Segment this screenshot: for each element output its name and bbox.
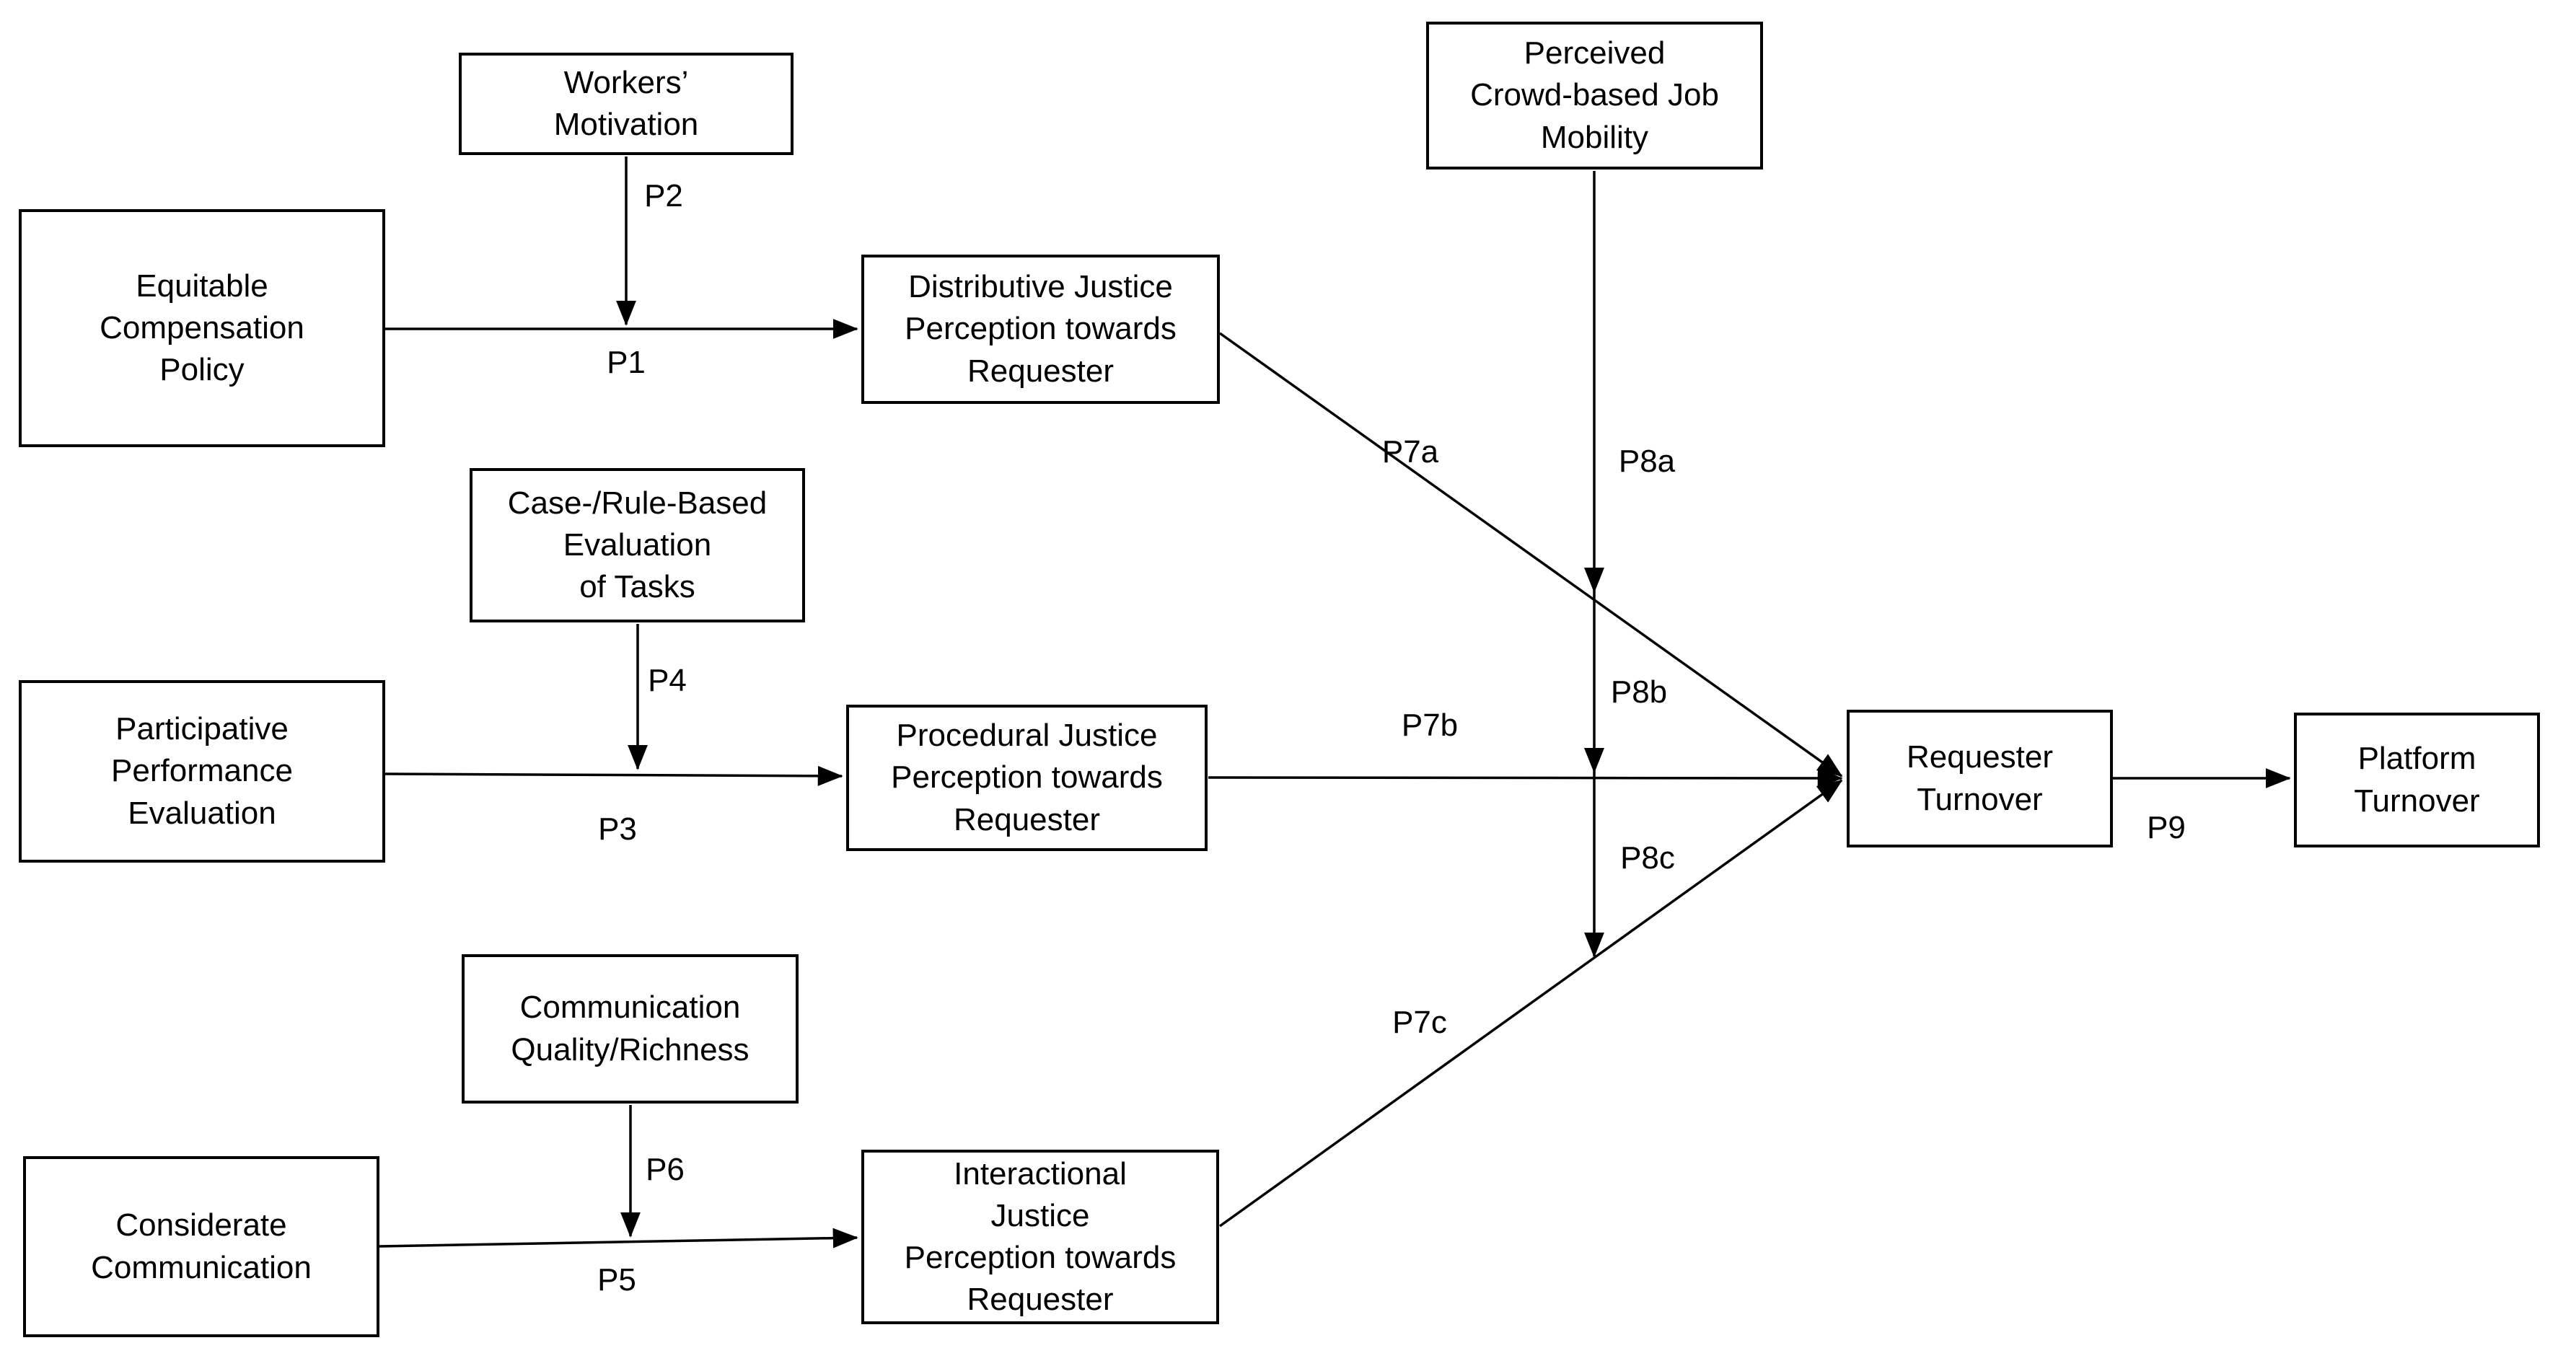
node-distributive-justice-perception: Distributive Justice Perception towards … xyxy=(861,255,1220,404)
node-considerate-communication: Considerate Communication xyxy=(23,1156,379,1337)
edge-label-p9: P9 xyxy=(2147,810,2186,845)
edge-label-p6: P6 xyxy=(646,1152,685,1187)
edge-label-p7a: P7a xyxy=(1381,434,1439,470)
edge-label-p8c: P8c xyxy=(1620,840,1675,876)
node-workers-motivation: Workers’ Motivation xyxy=(459,53,794,155)
edge-label-p7c: P7c xyxy=(1392,1005,1447,1040)
edge-label-p8b: P8b xyxy=(1610,674,1668,710)
node-case-rule-based-evaluation: Case-/Rule-Based Evaluation of Tasks xyxy=(470,468,805,622)
arrowhead-p8a xyxy=(1584,568,1604,593)
node-procedural-justice-perception: Procedural Justice Perception towards Re… xyxy=(846,705,1208,851)
edge-label-p2: P2 xyxy=(644,178,683,213)
edge-label-p5: P5 xyxy=(597,1262,636,1298)
node-communication-quality-richness: Communication Quality/Richness xyxy=(462,954,799,1104)
edge-label-p8a: P8a xyxy=(1618,444,1676,479)
node-requester-turnover: Requester Turnover xyxy=(1847,710,2113,847)
edge-label-p7b: P7b xyxy=(1401,708,1459,743)
arrow-p7c xyxy=(1218,779,1843,1228)
node-interactional-justice-perception: Interactional Justice Perception towards… xyxy=(861,1150,1219,1324)
edge-label-p4: P4 xyxy=(648,663,687,698)
arrow-p7a xyxy=(1218,332,1843,778)
arrow-p5 xyxy=(379,1228,858,1248)
arrow-p3 xyxy=(384,765,843,786)
node-platform-turnover: Platform Turnover xyxy=(2294,713,2540,847)
arrowhead-p8b xyxy=(1584,748,1604,773)
edge-label-p3: P3 xyxy=(598,811,637,847)
node-participative-performance-evaluation: Participative Performance Evaluation xyxy=(19,680,385,863)
node-perceived-crowd-based-job-mobility: Perceived Crowd-based Job Mobility xyxy=(1426,22,1763,169)
node-equitable-compensation-policy: Equitable Compensation Policy xyxy=(19,209,385,447)
edge-label-p1: P1 xyxy=(607,345,646,380)
